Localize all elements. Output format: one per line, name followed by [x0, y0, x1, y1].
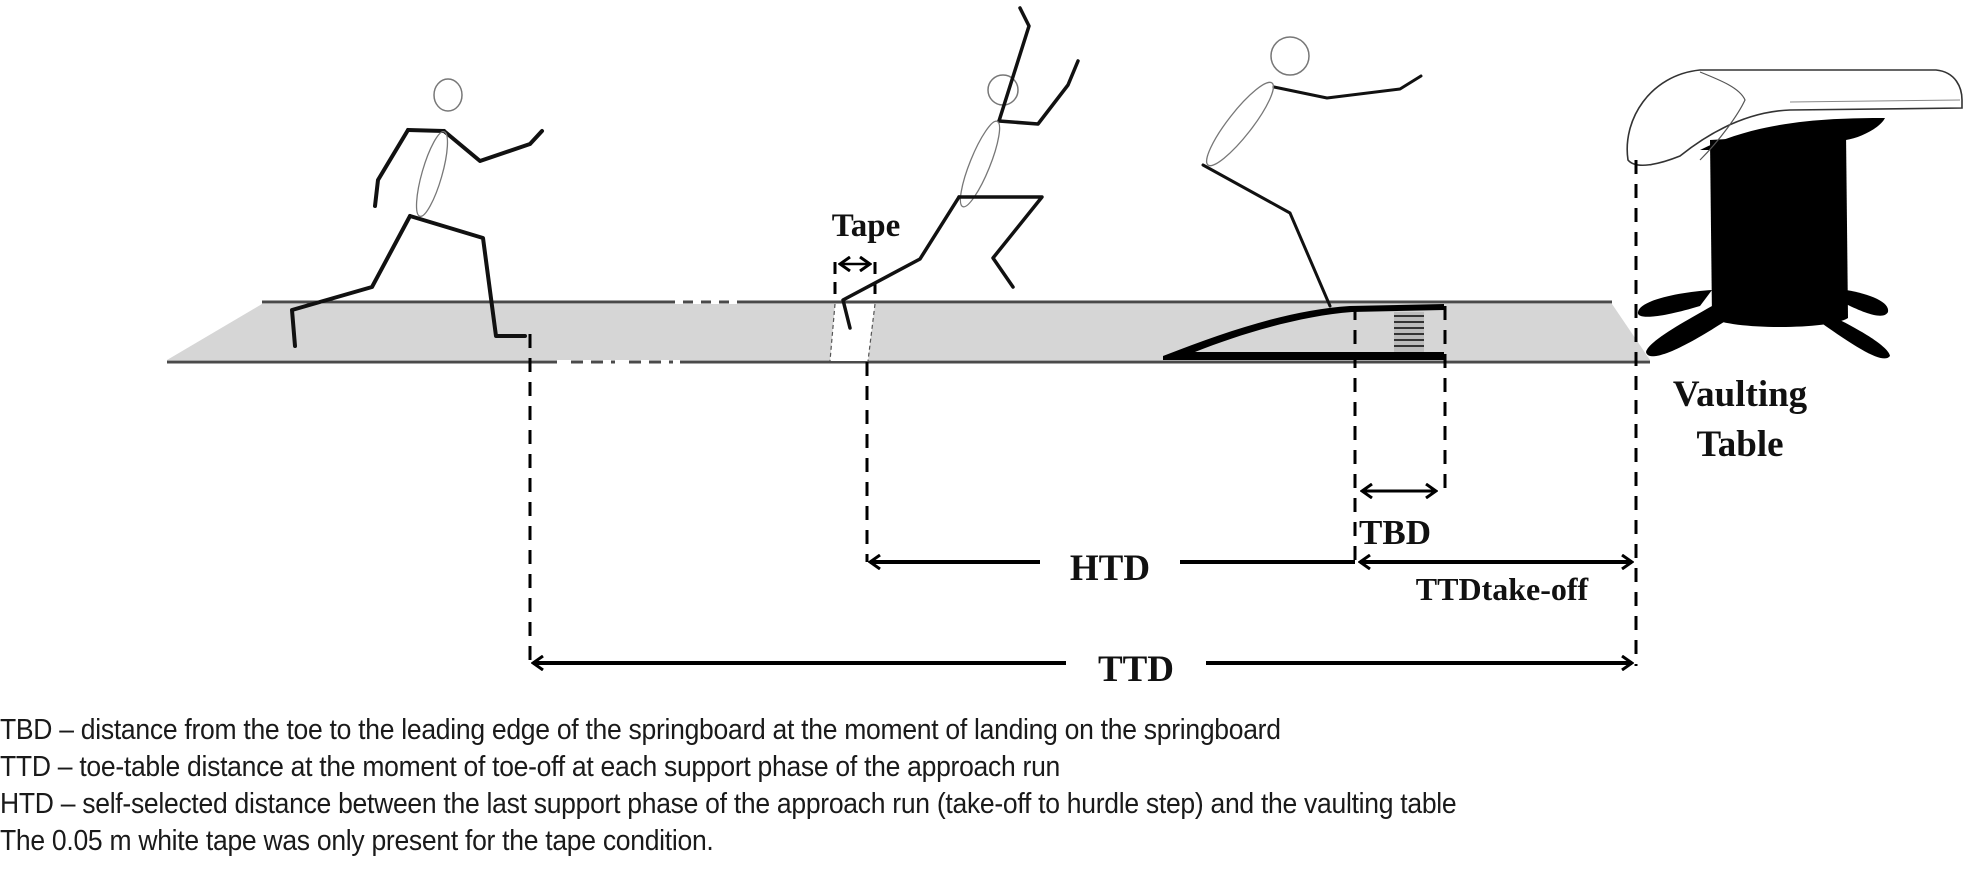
athlete-head — [1270, 36, 1310, 76]
ttd-label: TTD — [1098, 649, 1174, 690]
athlete-hurdle-step — [841, 6, 1080, 330]
ttd-takeoff-label: TTDtake-off — [1416, 571, 1589, 607]
runway-surface — [167, 304, 1650, 360]
athlete-board-contact — [1201, 36, 1423, 308]
springboard-spring — [1394, 312, 1424, 352]
legend-line-tape: The 0.05 m white tape was only present f… — [0, 825, 714, 857]
athlete-head — [433, 78, 463, 112]
htd-label: HTD — [1070, 548, 1150, 589]
tbd-label: TBD — [1359, 513, 1431, 552]
tape-strip — [830, 304, 875, 361]
vaulting-table-label-line2: Table — [1696, 424, 1783, 465]
legend-line-htd: HTD – self-selected distance between the… — [0, 788, 1457, 820]
springboard — [1163, 304, 1444, 360]
legend-line-ttd: TTD – toe-table distance at the moment o… — [0, 751, 1061, 783]
vaulting-table-base — [1710, 132, 1848, 327]
vaulting-table-label-line1: Vaulting — [1673, 374, 1808, 415]
vaulting-table: Vaulting Table — [1626, 69, 1963, 465]
tape-label: Tape — [832, 208, 900, 244]
legend-line-tbd: TBD – distance from the toe to the leadi… — [0, 714, 1281, 746]
vaulting-table-top — [1626, 69, 1963, 167]
vault-approach-diagram: Tape — [167, 6, 1963, 690]
tape-marker: Tape — [829, 208, 900, 362]
measurements — [533, 491, 1632, 663]
athlete-approach-run — [290, 78, 544, 348]
springboard-ramp — [1163, 304, 1444, 360]
figure-legend: TBD – distance from the toe to the leadi… — [0, 712, 1971, 860]
reference-lines — [528, 160, 1638, 666]
